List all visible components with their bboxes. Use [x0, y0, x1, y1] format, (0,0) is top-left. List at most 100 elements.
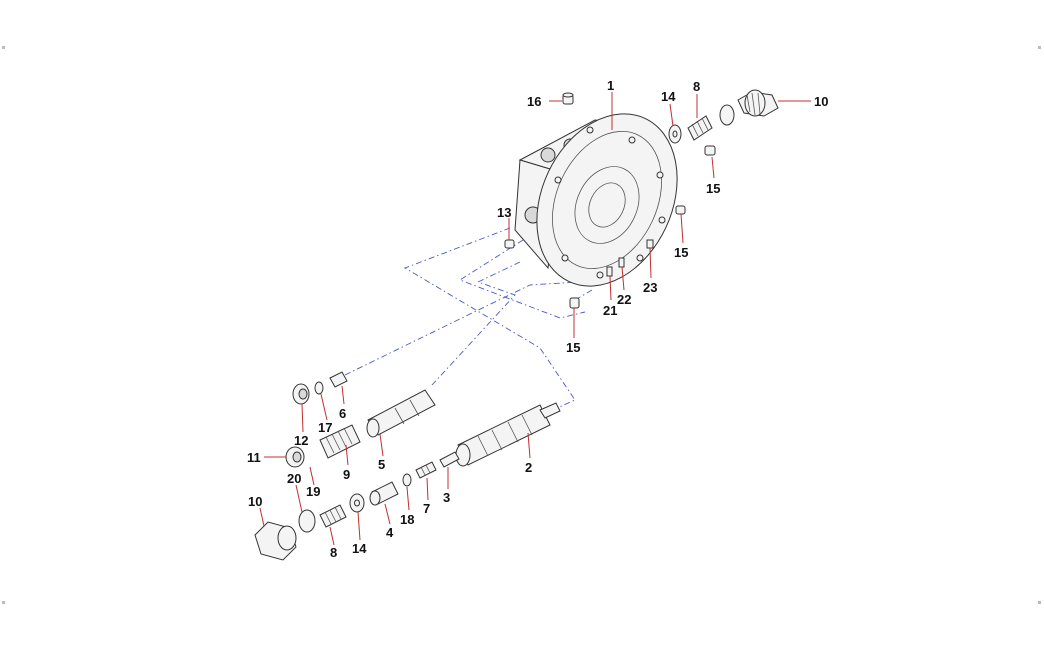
callout-14-top: 14 — [661, 89, 676, 104]
spring-part-8-bottom — [319, 504, 347, 528]
leader-5 — [379, 433, 384, 457]
callout-13: 13 — [497, 205, 511, 220]
callout-10-bottom: 10 — [248, 494, 262, 509]
hex-plug-part-10-top — [737, 89, 779, 117]
leader-22 — [621, 266, 625, 291]
spool-body — [457, 404, 551, 466]
callout-4: 4 — [386, 525, 394, 540]
spool-part-2 — [455, 402, 561, 467]
callout-22: 22 — [617, 292, 631, 307]
leader-21 — [609, 275, 612, 301]
spool-end — [455, 443, 471, 467]
plug-11-hole — [292, 451, 302, 463]
sleeve-part-5 — [366, 389, 436, 438]
spring-7-body — [415, 461, 437, 479]
callout-10-top: 10 — [814, 94, 828, 109]
housing-part-1 — [514, 113, 678, 287]
leader-6 — [341, 385, 345, 405]
housing-port — [540, 147, 556, 163]
hex-plug-part-10-bottom — [254, 521, 297, 561]
washer-hole — [672, 130, 678, 138]
leader-17 — [320, 393, 328, 421]
leader-7 — [426, 477, 429, 501]
spring-8-coils — [324, 506, 342, 525]
leader-15-b — [680, 213, 684, 244]
fitting-part-13 — [504, 239, 515, 249]
callout-21: 21 — [603, 303, 617, 318]
edge-mark — [2, 601, 5, 604]
housing-bore-inner — [588, 182, 626, 228]
bolt-hole — [586, 126, 594, 134]
leader-20 — [295, 484, 303, 513]
o-ring-part-17 — [314, 381, 324, 395]
bolt-hole — [561, 254, 569, 262]
bolt-hole — [658, 216, 666, 224]
callout-17: 17 — [318, 420, 332, 435]
spring-9-body — [319, 424, 361, 459]
leader-9 — [345, 444, 349, 466]
spring-part-7 — [415, 461, 437, 479]
callout-16: 16 — [527, 94, 541, 109]
callout-5: 5 — [378, 457, 385, 472]
leader-19 — [309, 466, 315, 486]
callout-15-c: 15 — [566, 340, 580, 355]
housing-flange — [536, 113, 678, 287]
leader-2 — [527, 432, 531, 459]
spring-part-9 — [319, 424, 361, 459]
pin-6-body — [329, 371, 348, 388]
assembly-line — [344, 281, 579, 376]
spring-9-coils — [325, 427, 353, 454]
leader-10-bottom — [259, 507, 265, 527]
o-ring-top — [719, 104, 735, 126]
leader-8-bottom — [329, 526, 335, 546]
leader-23 — [649, 247, 652, 279]
callout-14-bottom: 14 — [352, 541, 367, 556]
callout-3: 3 — [443, 490, 450, 505]
leader-15-a — [711, 156, 715, 179]
spool-tip — [539, 402, 561, 419]
assembly-line — [459, 239, 586, 319]
leader-18 — [406, 486, 410, 511]
housing-bore — [574, 166, 640, 244]
plug-part-12 — [292, 383, 310, 405]
poppet-part-4 — [369, 481, 399, 506]
spring-part-8-top — [687, 115, 713, 141]
callout-19: 19 — [306, 484, 320, 499]
leader-4 — [384, 503, 391, 525]
bolt-hole — [596, 271, 604, 279]
plug-12-hole — [298, 388, 308, 400]
edge-mark — [2, 46, 5, 49]
plug-part-16 — [562, 92, 574, 105]
callout-15-a: 15 — [706, 181, 720, 196]
spool-lands — [477, 414, 533, 457]
housing-flange-inner — [552, 131, 662, 269]
pin-part-23 — [646, 239, 654, 249]
bolt-hole — [628, 136, 636, 144]
callout-labels: 1 16 14 8 10 15 13 15 23 22 21 15 6 12 1… — [247, 78, 828, 560]
o-ring-part-18 — [402, 473, 412, 487]
leader-12 — [301, 403, 304, 433]
pin-part-21 — [606, 266, 613, 277]
callout-12: 12 — [294, 433, 308, 448]
assembly-line — [403, 227, 576, 413]
hex-plug-threads — [746, 92, 761, 116]
bolt-hole — [636, 254, 644, 262]
callout-8-bottom: 8 — [330, 545, 337, 560]
leader-14-bottom — [357, 511, 361, 541]
hex-plug-thread — [277, 525, 297, 551]
callout-23: 23 — [643, 280, 657, 295]
leader-lines — [259, 92, 811, 546]
sleeve-grooves — [394, 399, 420, 425]
callout-9: 9 — [343, 467, 350, 482]
washer-part-14-top — [668, 124, 682, 144]
bolt-hole — [656, 171, 664, 179]
callout-11: 11 — [247, 450, 261, 465]
edge-mark — [1038, 46, 1041, 49]
pin-part-3 — [439, 451, 460, 468]
spring-7-coils — [420, 464, 431, 476]
pin-part-22 — [618, 257, 625, 268]
callout-20: 20 — [287, 471, 301, 486]
o-ring-part-20 — [298, 509, 316, 533]
callout-15-b: 15 — [674, 245, 688, 260]
sleeve-end — [366, 418, 380, 438]
